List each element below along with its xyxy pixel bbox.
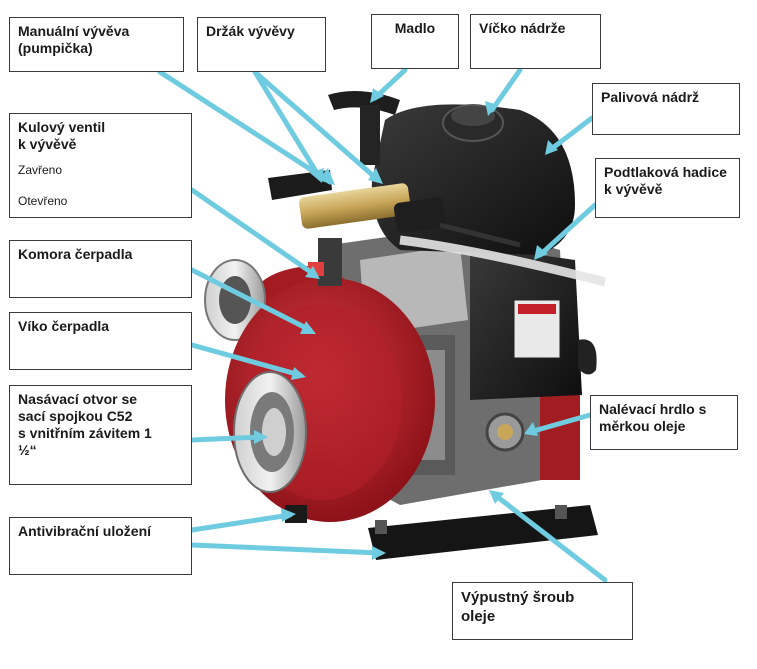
base-plate — [368, 505, 598, 560]
label-manual-pump: Manuální vývěva (pumpička) — [9, 17, 184, 72]
label-pump-holder: Držák vývěvy — [197, 17, 326, 72]
label-anti-vibration: Antivibrační uložení — [9, 517, 192, 575]
manual-vacuum-pump — [268, 170, 521, 248]
label-vacuum-hose: Podtlaková hadice k vývěvě — [595, 158, 740, 218]
label-suction-inlet: Nasávací otvor se sací spojkou C52 s vni… — [9, 385, 192, 485]
label-handle: Madlo — [371, 14, 459, 69]
label-fuel-tank: Palivová nádrž — [592, 83, 740, 135]
label-oil-drain: Výpustný šroub oleje — [452, 582, 633, 640]
label-oil-filler: Nalévací hrdlo s měrkou oleje — [590, 395, 738, 450]
ball-valve-closed-label: Zavřeno — [18, 163, 63, 177]
label-ball-valve: Kulový ventil k vývěvě Zavřeno Otevřeno — [9, 113, 192, 218]
label-pump-chamber: Komora čerpadla — [9, 240, 192, 298]
label-tank-cap: Víčko nádrže — [470, 14, 601, 69]
vacuum-hose — [399, 235, 607, 287]
label-pump-cover: Víko čerpadla — [9, 312, 192, 370]
starter-housing — [470, 245, 597, 400]
ball-valve — [308, 238, 342, 286]
ball-valve-open-label: Otevřeno — [18, 194, 68, 208]
ball-valve-title: Kulový ventil k vývěvě — [18, 119, 106, 152]
